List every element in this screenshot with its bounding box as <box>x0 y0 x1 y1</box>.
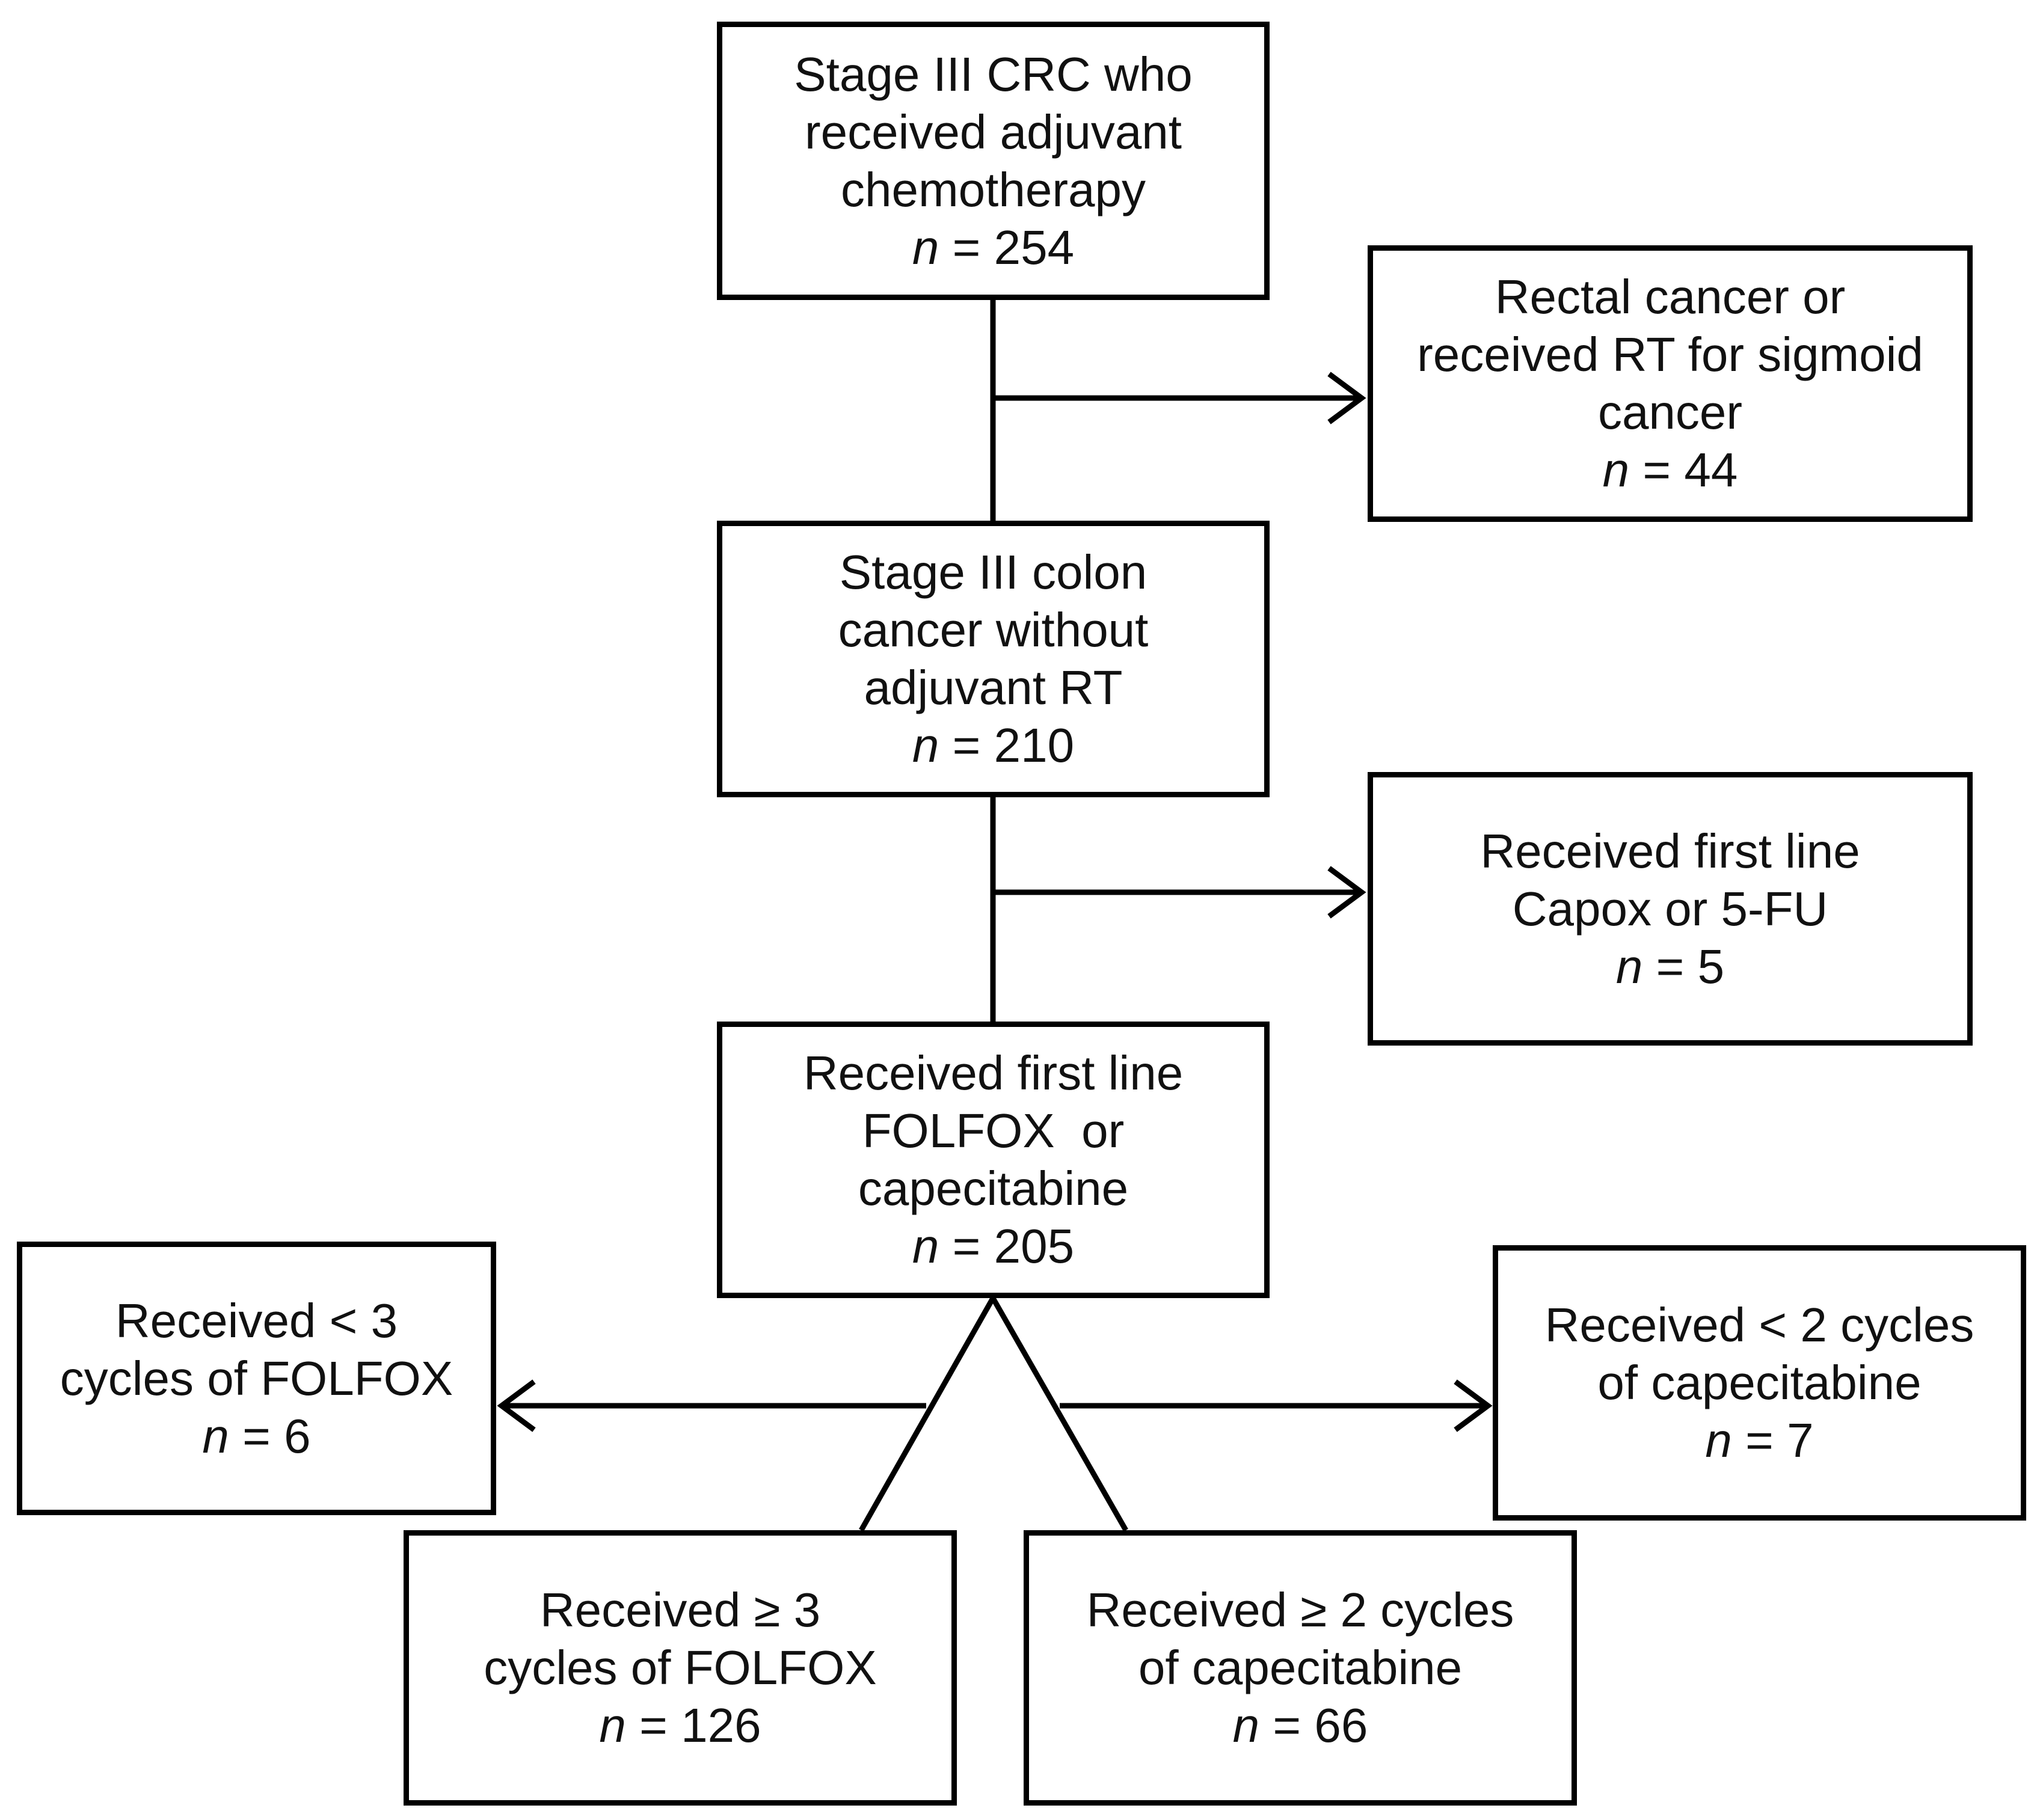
box-count: n = 5 <box>1616 938 1724 996</box>
box-text-line: of capecitabine <box>1597 1356 1922 1409</box>
box-count: n = 7 <box>1705 1412 1813 1469</box>
arrowhead-capox <box>1327 866 1366 919</box>
box-capecitabine-under-2-cycles: Received < 2 cycles of capecitabine n = … <box>1493 1245 2026 1521</box>
box-folfox-or-capecitabine: Received first line FOLFOX or capecitabi… <box>717 1022 1270 1298</box>
box-text-line: Stage III CRC who <box>794 47 1193 101</box>
connector-to-folfox-ge <box>859 1296 995 1532</box>
box-stage-iii-crc: Stage III CRC who received adjuvant chem… <box>717 22 1270 300</box>
box-capecitabine-2-or-more-cycles: Received ≥ 2 cycles of capecitabine n = … <box>1024 1530 1577 1806</box>
box-count: n = 126 <box>599 1697 761 1754</box>
box-count: n = 66 <box>1233 1697 1368 1754</box>
connector-to-cape-ge <box>991 1296 1128 1532</box>
box-count: n = 254 <box>912 219 1074 277</box>
box-stage-iii-colon: Stage III colon cancer without adjuvant … <box>717 521 1270 797</box>
box-text-line: Rectal cancer or <box>1495 270 1846 323</box>
n-value: = 6 <box>229 1409 311 1463</box>
box-text-line: Received ≥ 2 cycles <box>1086 1583 1514 1637</box>
box-text-line: Received ≥ 3 <box>539 1583 821 1637</box>
box-folfox-under-3-cycles: Received < 3 cycles of FOLFOX n = 6 <box>17 1242 496 1515</box>
box-text-line: Capox or 5-FU <box>1512 881 1828 936</box>
n-symbol: n <box>912 220 939 274</box>
box-capox-5fu: Received first line Capox or 5-FU n = 5 <box>1368 772 1973 1046</box>
n-value: = 5 <box>1642 939 1725 993</box>
n-symbol: n <box>912 719 939 772</box>
box-count: n = 210 <box>912 717 1074 774</box>
box-text-line: cycles of FOLFOX <box>60 1351 453 1405</box>
box-text-line: Received first line <box>803 1046 1184 1100</box>
box-text-line: cycles of FOLFOX <box>484 1641 877 1694</box>
n-value: = 44 <box>1629 443 1738 497</box>
box-text-line: Received first line <box>1480 824 1860 878</box>
arrowhead-folfox-lt <box>497 1379 536 1432</box>
arrowhead-rectal <box>1327 372 1366 424</box>
n-symbol: n <box>912 1219 939 1273</box>
box-text-line: Received < 2 cycles <box>1544 1298 1974 1352</box>
box-rectal-cancer: Rectal cancer or received RT for sigmoid… <box>1368 245 1973 522</box>
n-value: = 126 <box>625 1699 761 1752</box>
box-count: n = 6 <box>202 1408 310 1465</box>
box-count: n = 205 <box>912 1218 1074 1275</box>
n-symbol: n <box>1705 1414 1732 1467</box>
box-text-line: cancer <box>1597 385 1743 439</box>
box-count: n = 44 <box>1603 441 1738 499</box>
n-symbol: n <box>202 1409 229 1463</box>
box-text-line: chemotherapy <box>841 162 1146 216</box>
n-value: = 205 <box>939 1219 1075 1273</box>
box-text-line: received RT for sigmoid <box>1417 328 1923 381</box>
n-symbol: n <box>1602 443 1630 497</box>
arrowhead-cape-lt <box>1454 1379 1493 1432</box>
box-text-line: FOLFOX or <box>862 1104 1125 1157</box>
n-symbol: n <box>1232 1699 1260 1752</box>
box-text-line: adjuvant RT <box>864 661 1123 714</box>
n-value: = 210 <box>939 719 1075 772</box>
box-text-line: Stage III colon <box>839 545 1148 599</box>
box-folfox-3-or-more-cycles: Received ≥ 3 cycles of FOLFOX n = 126 <box>404 1530 957 1806</box>
n-value: = 254 <box>939 220 1075 274</box>
box-text-line: capecitabine <box>858 1162 1129 1215</box>
box-text-line: Received < 3 <box>115 1293 398 1347</box>
box-text-line: received adjuvant <box>804 105 1182 159</box>
n-symbol: n <box>1615 939 1643 993</box>
box-text-line: cancer without <box>838 603 1149 657</box>
box-text-line: of capecitabine <box>1138 1641 1463 1694</box>
n-value: = 7 <box>1731 1414 1814 1467</box>
n-value: = 66 <box>1259 1699 1368 1752</box>
n-symbol: n <box>599 1699 626 1752</box>
